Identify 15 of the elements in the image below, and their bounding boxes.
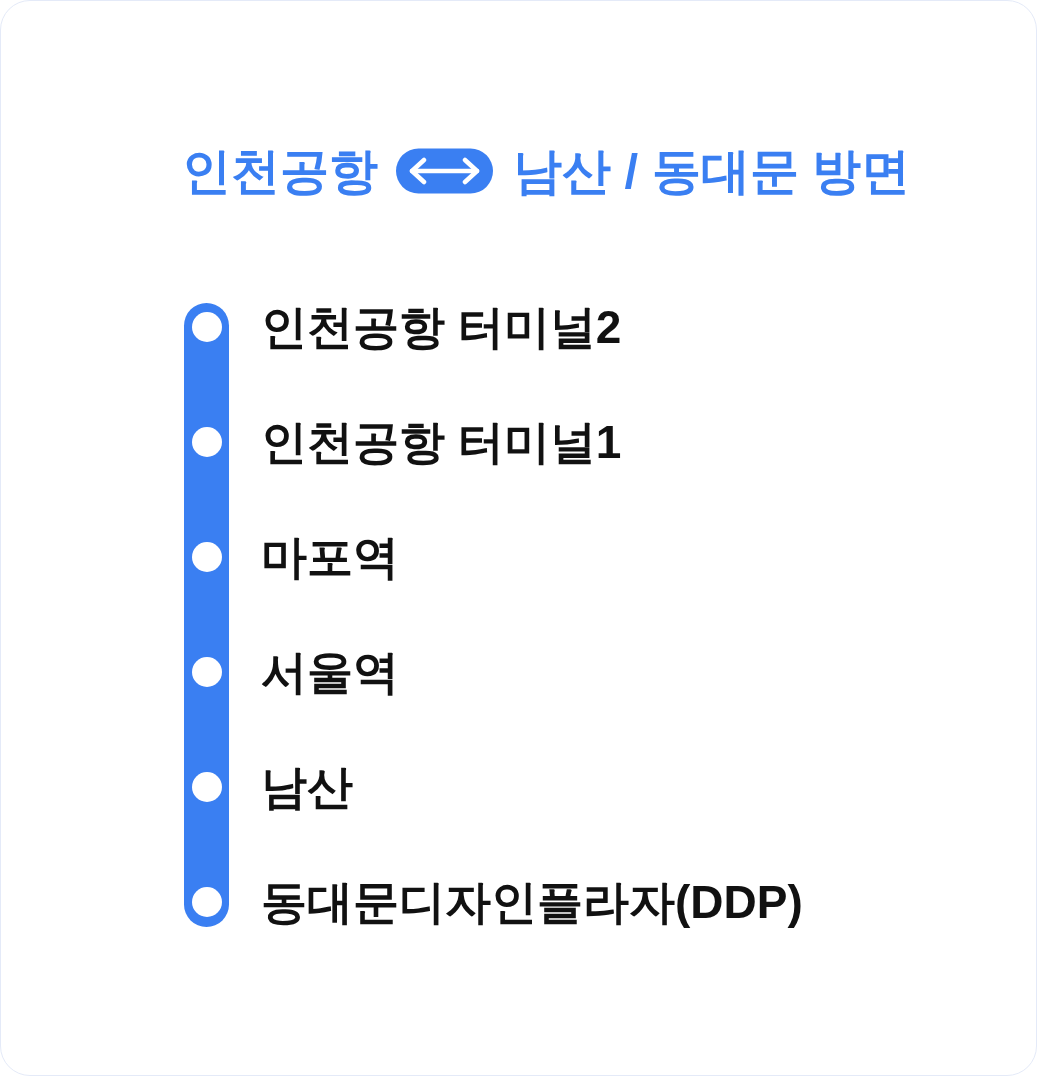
- station-name: 남산: [261, 760, 353, 815]
- station-name: 마포역: [261, 530, 399, 585]
- heading-text: 인천공항: [182, 141, 378, 201]
- station-name: 동대문디자인플라자(DDP): [261, 875, 803, 930]
- station-name: 인천공항 터미널1: [261, 415, 622, 470]
- route-line-segment: [184, 579, 229, 650]
- route-line-segment: [184, 464, 229, 535]
- station-name: 서울역: [261, 645, 399, 700]
- route-line-segment: [184, 809, 229, 880]
- station-marker: [184, 303, 229, 349]
- station-name: 인천공항 터미널2: [261, 300, 622, 355]
- route-line-segment: [184, 349, 229, 420]
- route-line-segment: [184, 694, 229, 765]
- station-marker: [184, 880, 229, 927]
- heading-text: 남산 / 동대문 방면: [513, 141, 911, 201]
